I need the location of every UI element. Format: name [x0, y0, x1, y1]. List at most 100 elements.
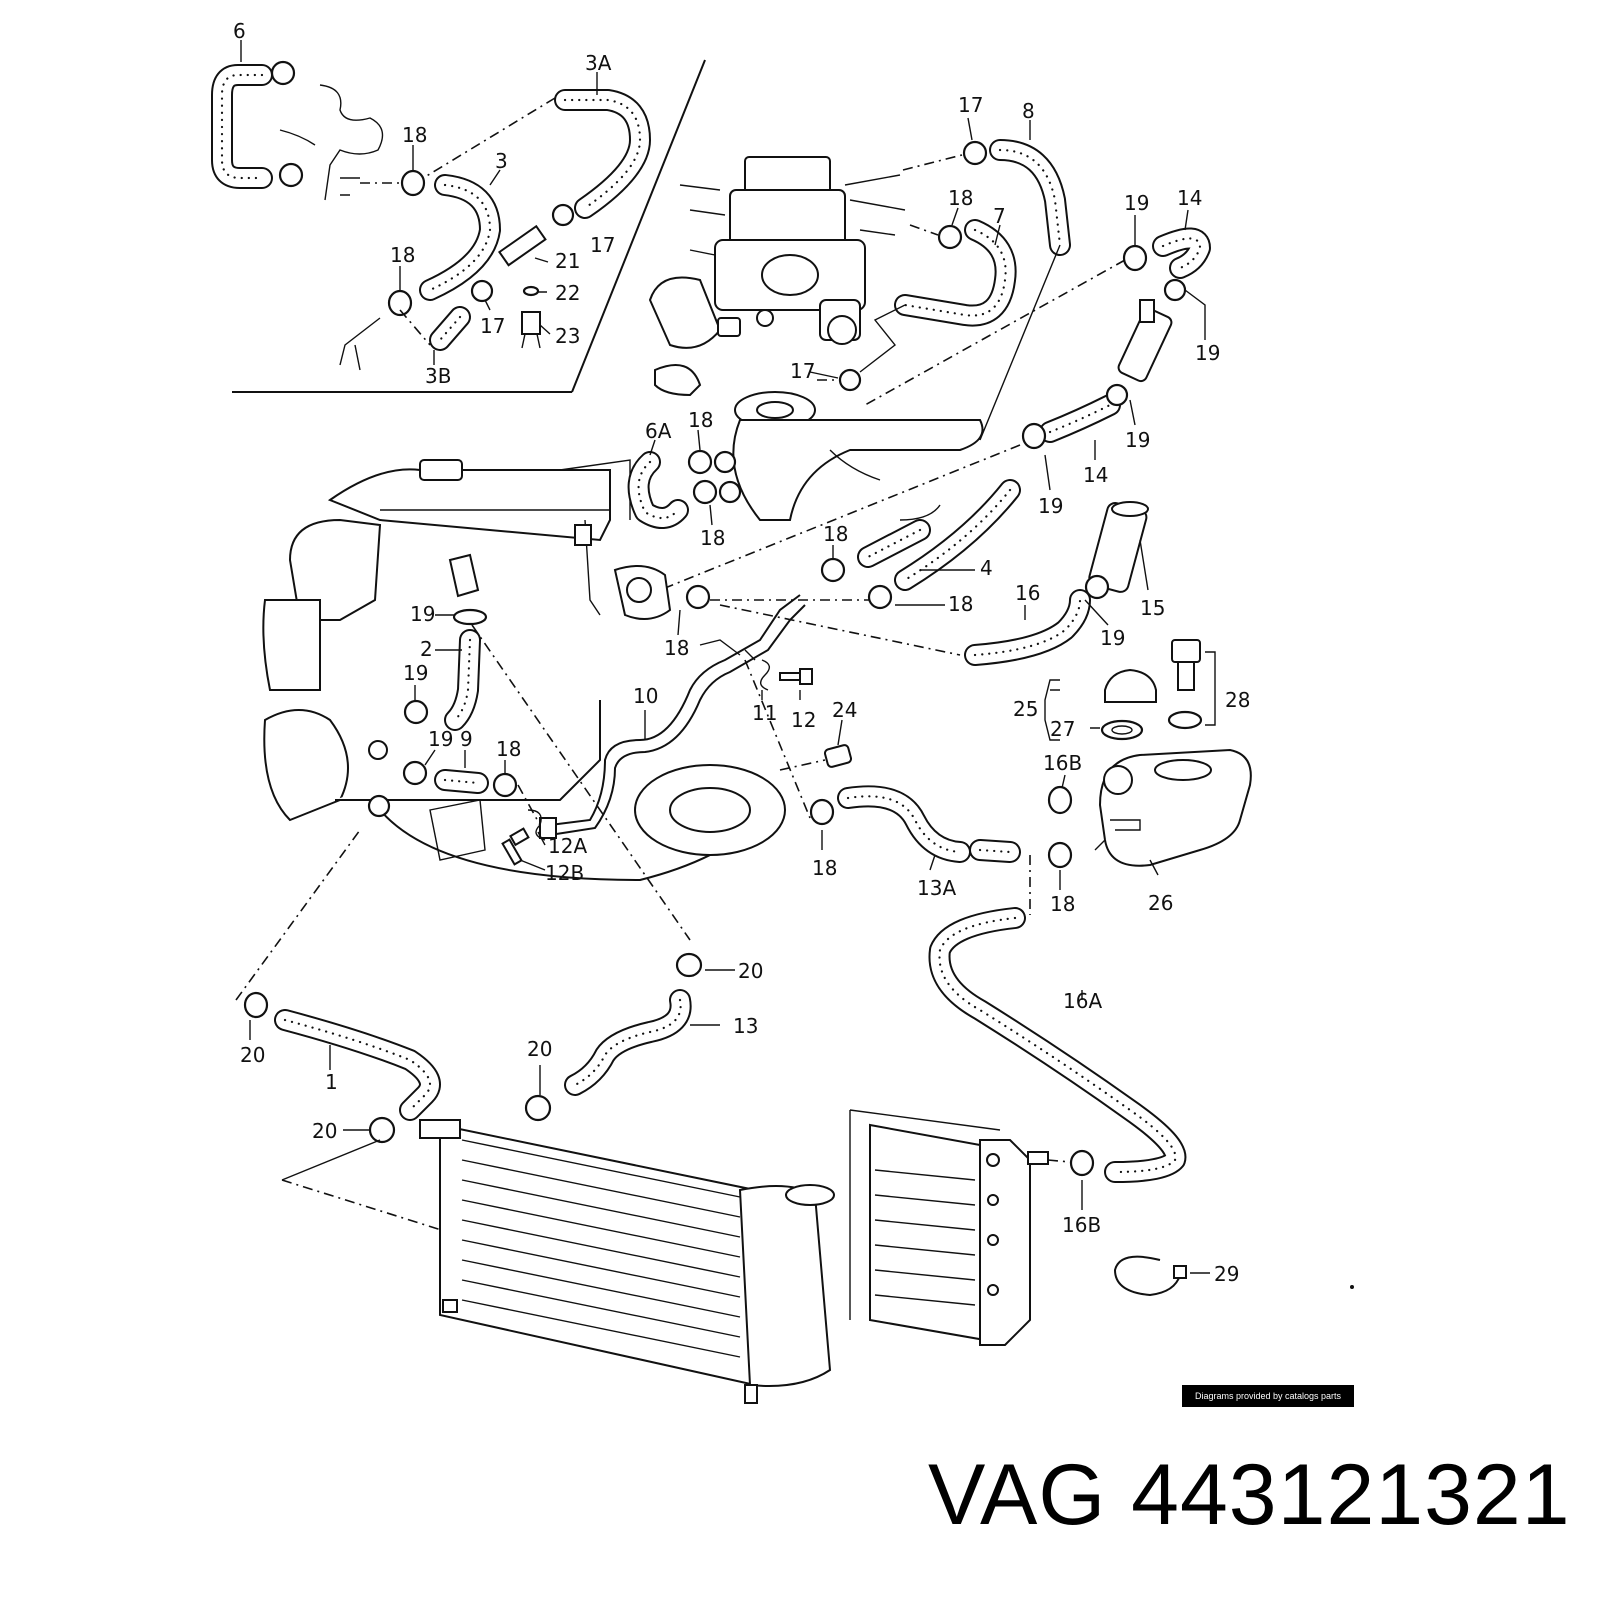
callout-28: 28	[1225, 688, 1250, 712]
hose-8[interactable]	[989, 139, 1071, 256]
sensor-23[interactable]	[521, 311, 541, 349]
clamp-17-top[interactable]	[962, 140, 988, 166]
callout-12B: 12B	[545, 861, 584, 885]
hose-2[interactable]	[444, 629, 481, 731]
clamp-20-13[interactable]	[524, 952, 703, 1122]
callout-17: 17	[480, 314, 505, 338]
sender-28[interactable]	[1167, 639, 1203, 730]
clamp-inset-6[interactable]	[270, 60, 304, 188]
clamp-18-13A[interactable]	[809, 798, 1073, 869]
callout-18: 18	[1050, 892, 1075, 916]
callout-6: 6	[233, 19, 246, 43]
callout-19: 19	[1100, 626, 1125, 650]
sleeve-24[interactable]	[823, 744, 853, 768]
callout-22: 22	[555, 281, 580, 305]
callout-17: 17	[958, 93, 983, 117]
clamp-16B-bottom[interactable]	[1069, 1149, 1095, 1177]
clamp-16B-top[interactable]	[1047, 785, 1073, 815]
radiator-side-view	[849, 1109, 1049, 1346]
callout-2: 2	[420, 637, 433, 661]
clamp-19-2[interactable]	[402, 608, 488, 786]
callout-18: 18	[700, 526, 725, 550]
hose-3[interactable]	[419, 174, 501, 301]
hose-13A-short[interactable]	[969, 839, 1021, 863]
callout-25: 25	[1013, 697, 1038, 721]
hose-6A[interactable]	[627, 451, 689, 529]
callout-19: 19	[428, 727, 453, 751]
bolt-12B[interactable]	[501, 827, 530, 866]
callout-19: 19	[1038, 494, 1063, 518]
hose-7[interactable]	[894, 219, 1017, 327]
hose-4[interactable]	[894, 479, 1021, 591]
hose-9[interactable]	[434, 769, 489, 794]
callout-13A: 13A	[917, 876, 956, 900]
callout-16B: 16B	[1043, 751, 1082, 775]
clamp-18-inset[interactable]	[387, 169, 426, 317]
hose-13[interactable]	[564, 989, 692, 1096]
clamp-29[interactable]	[1113, 1255, 1187, 1297]
washer-22[interactable]	[522, 285, 540, 297]
hose-14-top[interactable]	[1152, 227, 1211, 279]
clamp-19-15[interactable]	[1084, 574, 1110, 600]
callout-3: 3	[495, 149, 508, 173]
hose-16[interactable]	[964, 589, 1091, 666]
callout-19: 19	[1124, 191, 1149, 215]
radiator[interactable]	[419, 1119, 835, 1404]
callout-14: 14	[1177, 186, 1202, 210]
callout-16B: 16B	[1062, 1213, 1101, 1237]
callout-1: 1	[325, 1070, 338, 1094]
callout-29: 29	[1214, 1262, 1239, 1286]
callout-8: 8	[1022, 99, 1035, 123]
expansion-tank-26[interactable]	[1094, 748, 1252, 867]
seal-27[interactable]	[1100, 719, 1144, 741]
cap-25[interactable]	[1104, 668, 1157, 703]
callout-18: 18	[823, 522, 848, 546]
connector-15[interactable]	[1088, 501, 1149, 593]
clamp-19-mid[interactable]	[1021, 383, 1129, 450]
callout-3B: 3B	[425, 364, 451, 388]
callout-10: 10	[633, 684, 658, 708]
intake-manifold	[732, 391, 984, 521]
clamp-18-6A[interactable]	[687, 449, 742, 505]
callout-18: 18	[402, 123, 427, 147]
clamp-19-top[interactable]	[1122, 244, 1187, 302]
callout-17: 17	[790, 359, 815, 383]
callout-20: 20	[312, 1119, 337, 1143]
clamp-17-manifold[interactable]	[838, 368, 862, 392]
callout-18: 18	[948, 186, 973, 210]
hose-3B[interactable]	[429, 306, 471, 351]
clamp-18-4[interactable]	[685, 557, 893, 610]
callout-19: 19	[403, 661, 428, 685]
hose-3A[interactable]	[554, 89, 651, 219]
hose-14-lower[interactable]	[1039, 394, 1121, 443]
clip-11[interactable]	[760, 659, 770, 691]
connector-2-top[interactable]	[448, 553, 480, 598]
callout-20: 20	[240, 1043, 265, 1067]
callout-18: 18	[664, 636, 689, 660]
callout-19: 19	[1125, 428, 1150, 452]
clamp-20-1[interactable]	[243, 991, 396, 1144]
callout-9: 9	[460, 727, 473, 751]
hose-13A[interactable]	[837, 785, 971, 863]
hose-4-short[interactable]	[857, 519, 931, 568]
hose-6[interactable]	[211, 64, 273, 189]
clamp-18-carb[interactable]	[937, 224, 963, 250]
callout-24: 24	[832, 698, 857, 722]
t-connector-14[interactable]	[1117, 299, 1174, 383]
clip-12A[interactable]	[527, 809, 546, 841]
coolant-flange[interactable]	[613, 565, 672, 620]
bolt-12[interactable]	[779, 668, 813, 685]
clamp-18-9[interactable]	[492, 772, 518, 798]
hose-1[interactable]	[274, 1009, 441, 1121]
callout-23: 23	[555, 324, 580, 348]
callout-18: 18	[948, 592, 973, 616]
pipe-10[interactable]	[539, 594, 806, 839]
connector-21[interactable]	[470, 203, 575, 303]
callout-27: 27	[1050, 717, 1075, 741]
callout-14: 14	[1083, 463, 1108, 487]
callout-13: 13	[733, 1014, 758, 1038]
callout-3A: 3A	[585, 51, 612, 75]
leader-lines	[240, 40, 1210, 1274]
hose-16A[interactable]	[928, 907, 1187, 1183]
inset-frame	[232, 59, 706, 393]
